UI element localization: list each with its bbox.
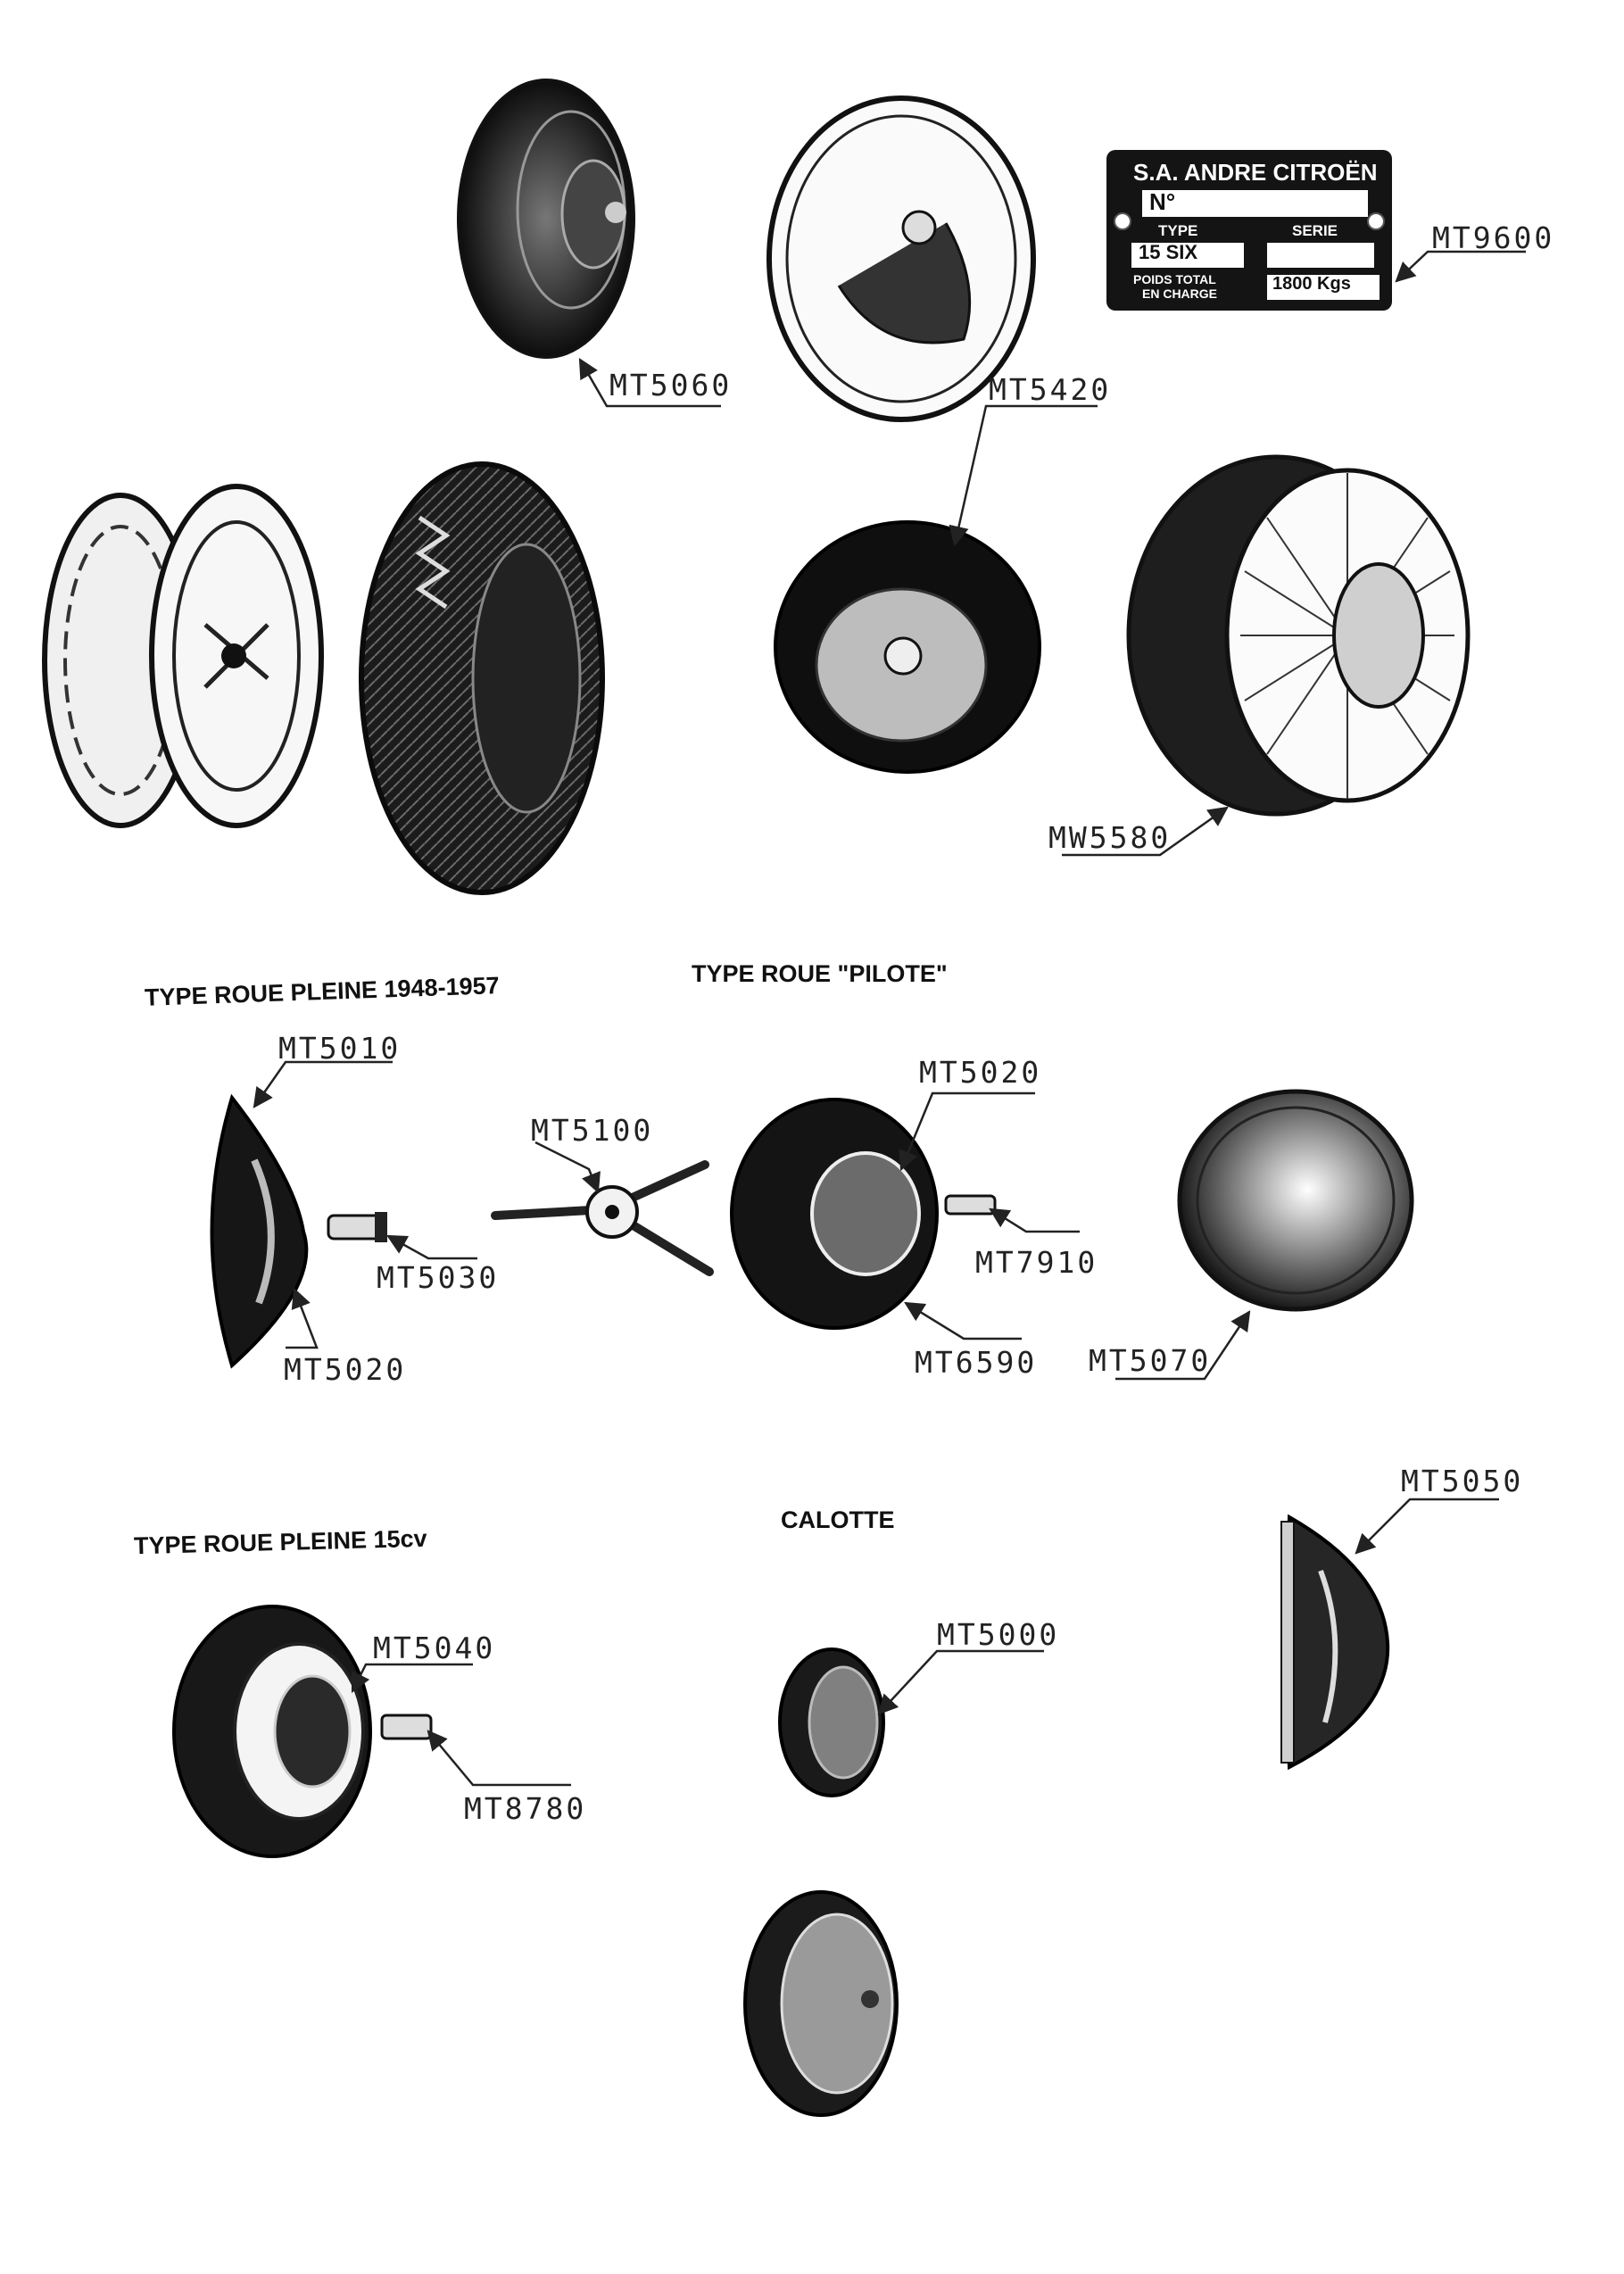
plate-weight-label-1: POIDS TOTAL [1133, 272, 1216, 286]
hubcap-mt5010-drawing [210, 1093, 309, 1369]
hubcap-chrome-drawing [766, 95, 1036, 422]
plate-number: N° [1142, 190, 1368, 217]
nut-mt5030-drawing [327, 1212, 387, 1242]
part-label-mt5000: MT5000 [937, 1617, 1060, 1652]
plate-type-label: TYPE [1158, 222, 1198, 239]
heading-calotte: CALOTTE [781, 1506, 895, 1533]
part-label-mt7910: MT7910 [975, 1245, 1098, 1280]
part-label-mw5580: MW5580 [1048, 820, 1172, 855]
hubcap-mt5060-drawing [457, 79, 635, 359]
part-label-mt5050: MT5050 [1401, 1464, 1524, 1498]
hubcap-mt5020-pilote-drawing [730, 1098, 997, 1330]
hubcap-mt5050-drawing [1280, 1514, 1390, 1771]
calotte-drawing [743, 1890, 899, 2117]
part-label-mt5100: MT5100 [531, 1113, 654, 1148]
tyre-drawing [359, 461, 605, 895]
citroen-nameplate: S.A. ANDRE CITROËN N° TYPE SERIE 15 SIX … [1106, 150, 1392, 311]
part-label-mt5010: MT5010 [278, 1031, 402, 1066]
plate-maker: S.A. ANDRE CITROËN [1133, 159, 1378, 186]
part-label-mt9600: MT9600 [1432, 220, 1555, 255]
plate-serie-label: SERIE [1292, 222, 1338, 239]
hubcap-mt5040-drawing [172, 1605, 433, 1858]
part-label-mt5040: MT5040 [373, 1631, 496, 1665]
hubcap-mt5070-drawing [1177, 1089, 1414, 1312]
mounting-hole-icon [1367, 212, 1385, 230]
plate-type-value: 15 SIX [1131, 243, 1244, 268]
pilote-wheel-mt5420-drawing [774, 520, 1041, 774]
steel-wheel-drawing [42, 484, 324, 828]
spider-mt5100-drawing [491, 1160, 714, 1276]
mounting-hole-icon [1114, 212, 1131, 230]
plate-weight-label-2: EN CHARGE [1142, 286, 1218, 301]
hubcap-mt5000-drawing [778, 1647, 885, 1797]
plate-weight-value: 1800 Kgs [1267, 275, 1380, 300]
part-label-mt5420: MT5420 [989, 372, 1112, 407]
part-label-mt5020-pilote: MT5020 [919, 1055, 1042, 1090]
part-label-mt8780: MT8780 [464, 1791, 587, 1826]
leader-lines [253, 250, 1526, 1787]
plate-serie-value [1267, 243, 1374, 268]
part-label-mt5070: MT5070 [1089, 1343, 1212, 1378]
heading-roue-pilote: TYPE ROUE "PILOTE" [692, 960, 948, 987]
part-label-mt5060: MT5060 [609, 368, 733, 403]
part-label-mt6590: MT6590 [915, 1345, 1038, 1380]
part-label-mt5030: MT5030 [377, 1260, 500, 1295]
wire-wheel-mw5580-drawing [1126, 454, 1471, 817]
part-label-mt5020-left: MT5020 [284, 1352, 407, 1387]
